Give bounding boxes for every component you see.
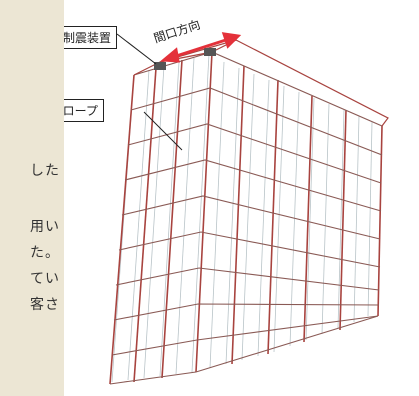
damper-device — [154, 62, 166, 70]
text-fragment: 用い — [30, 219, 60, 235]
wire-rope-leader-line — [143, 111, 183, 151]
text-fragment: した — [30, 163, 60, 179]
text-fragment: てい — [30, 271, 60, 287]
text-fragment: た。 — [30, 245, 60, 261]
damper-label: 制震装置 — [64, 26, 118, 49]
wire-rope-label: ワイヤーロープ — [64, 99, 104, 122]
text-fragment: 客さ — [30, 297, 60, 313]
scaffold-illustration — [109, 32, 389, 385]
body-text-column: した 用い た。 てい 客さ — [0, 0, 64, 396]
wire-mesh — [111, 53, 373, 383]
damper-leader-line — [116, 33, 157, 65]
span-direction-arrow — [160, 32, 242, 63]
scaffold-figure: 制震装置 ワイヤーロープ 間口方向 — [64, 0, 419, 396]
damper-device — [204, 48, 216, 56]
